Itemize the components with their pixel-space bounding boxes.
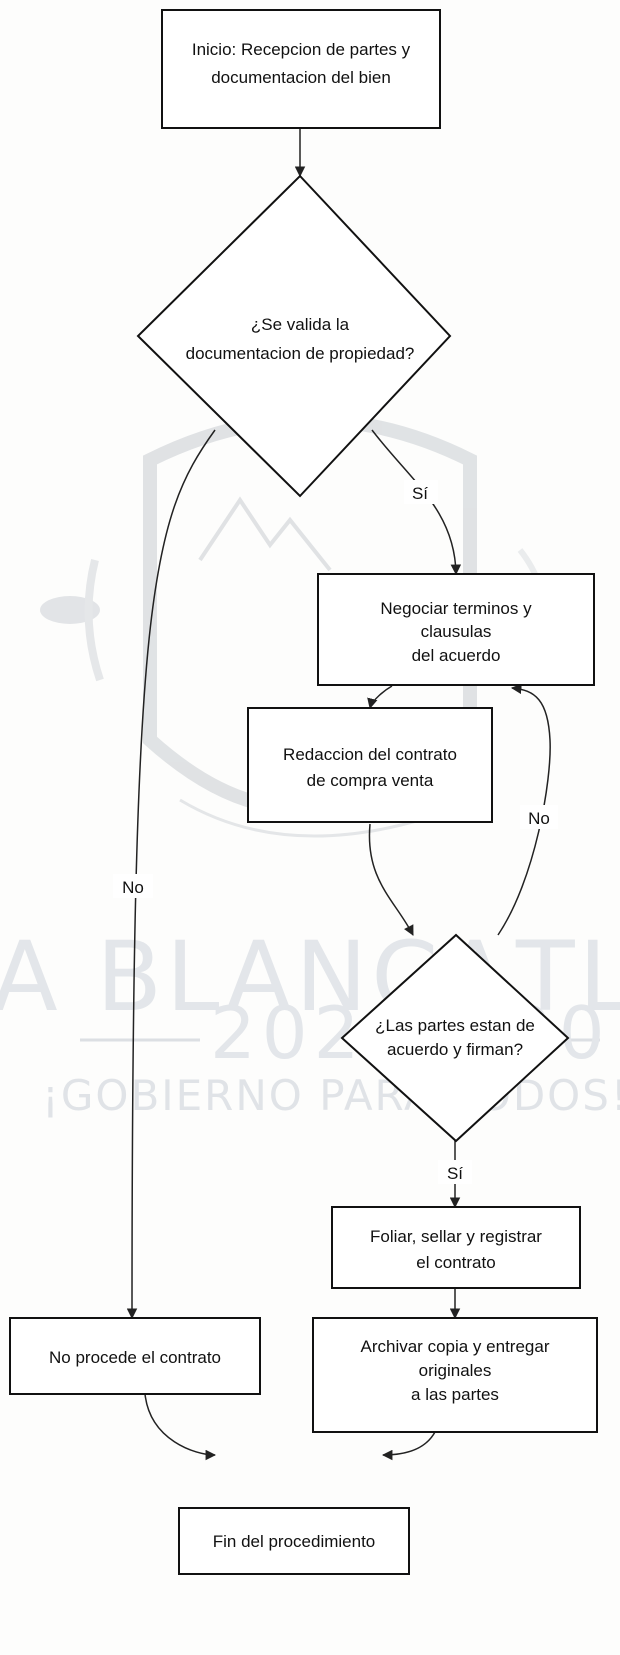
node-start: Inicio: Recepcion de partes y documentac… xyxy=(161,9,441,129)
edge-agree-no xyxy=(497,683,551,936)
node-agree: ¿Las partes estan de acuerdo y firman? xyxy=(340,933,570,1143)
node-archive-line3: a las partes xyxy=(411,1385,499,1404)
node-start-line2: documentacion del bien xyxy=(211,68,391,87)
edge-label-bg-agree-no xyxy=(520,805,558,829)
node-agree-shape xyxy=(340,933,570,1143)
node-end-shape xyxy=(178,1507,410,1575)
node-register: Foliar, sellar y registrar el contrato xyxy=(331,1206,581,1289)
node-noproceed-line1: No procede el contrato xyxy=(49,1348,221,1367)
edge-label-validate-no: No xyxy=(122,878,144,897)
node-validate-shape xyxy=(136,174,452,498)
node-noproceed: No procede el contrato xyxy=(9,1317,261,1395)
node-validate-line2: documentacion de propiedad? xyxy=(186,344,415,363)
node-register-line1: Foliar, sellar y registrar xyxy=(370,1227,542,1246)
node-end: Fin del procedimiento xyxy=(178,1507,410,1575)
edge-draft-agree xyxy=(368,823,414,936)
node-end-line1: Fin del procedimiento xyxy=(213,1532,376,1551)
node-start-shape xyxy=(161,9,441,129)
node-register-line2: el contrato xyxy=(416,1253,495,1272)
node-draft-shape xyxy=(247,707,493,823)
node-register-shape xyxy=(331,1206,581,1289)
edge-label-agree-yes: Sí xyxy=(447,1164,463,1183)
edge-archive-end xyxy=(381,1431,436,1461)
node-validate-line1: ¿Se valida la xyxy=(251,315,350,334)
node-negotiate-line3: del acuerdo xyxy=(412,646,501,665)
edge-validate-no xyxy=(126,429,216,1320)
edge-label-validate-yes: Sí xyxy=(412,484,428,503)
node-negotiate-shape xyxy=(317,573,595,686)
node-validate: ¿Se valida la documentacion de propiedad… xyxy=(136,174,452,498)
node-agree-line1: ¿Las partes estan de xyxy=(375,1016,535,1035)
node-archive-line2: originales xyxy=(419,1361,492,1380)
node-archive-shape xyxy=(312,1317,598,1433)
node-noproceed-shape xyxy=(9,1317,261,1395)
node-draft-line1: Redaccion del contrato xyxy=(283,745,457,764)
edge-noproceed-end xyxy=(144,1393,217,1461)
edge-label-agree-no: No xyxy=(528,809,550,828)
node-archive: Archivar copia y entregar originales a l… xyxy=(312,1317,598,1433)
edge-labels: Sí No No Sí xyxy=(113,480,558,1184)
node-draft: Redaccion del contrato de compra venta xyxy=(247,707,493,823)
node-agree-line2: acuerdo y firman? xyxy=(387,1040,523,1059)
edge-label-bg-agree-yes xyxy=(438,1160,472,1184)
node-start-line1: Inicio: Recepcion de partes y xyxy=(192,40,411,59)
edge-negotiate-draft xyxy=(367,685,393,710)
node-negotiate: Negociar terminos y clausulas del acuerd… xyxy=(317,573,595,686)
edge-label-bg-validate-yes xyxy=(404,480,438,504)
node-archive-line1: Archivar copia y entregar xyxy=(361,1337,550,1356)
edge-label-bg-validate-no xyxy=(113,874,153,898)
watermark-line3: ¡GOBIERNO PARA TODOS! xyxy=(42,1071,620,1120)
node-draft-line2: de compra venta xyxy=(307,771,434,790)
node-negotiate-line2: clausulas xyxy=(421,622,492,641)
node-negotiate-line1: Negociar terminos y xyxy=(380,599,532,618)
